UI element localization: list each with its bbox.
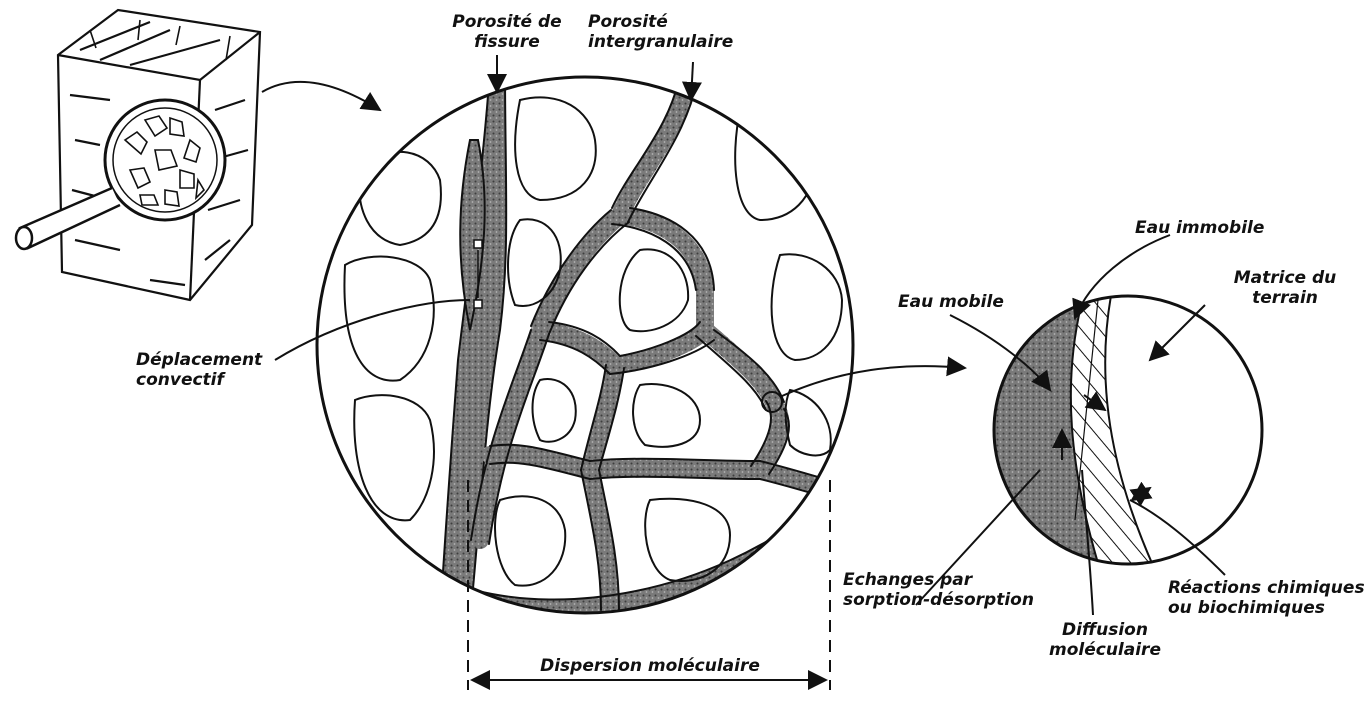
label-porosite-fissure-line1: Porosité de bbox=[452, 12, 562, 32]
label-porosite-intergranulaire: Porosité intergranulaire bbox=[588, 12, 733, 52]
label-echanges-line2: sorption-désorption bbox=[843, 590, 1034, 610]
label-reactions-line2: ou biochimiques bbox=[1168, 598, 1365, 618]
label-porosite-fissure-line2: fissure bbox=[452, 32, 562, 52]
zoom-arrow bbox=[262, 82, 380, 110]
label-matrice-line1: Matrice du bbox=[1230, 268, 1340, 288]
label-reactions-line1: Réactions chimiques bbox=[1168, 578, 1365, 598]
label-matrice-line2: terrain bbox=[1230, 288, 1340, 308]
label-diffusion-moleculaire: Diffusion moléculaire bbox=[1040, 620, 1170, 660]
label-deplacement-convectif: Déplacement convectif bbox=[136, 350, 262, 390]
label-echanges-line1: Echanges par bbox=[843, 570, 1034, 590]
label-deplacement-line2: convectif bbox=[136, 370, 262, 390]
label-porosite-intergranulaire-line2: intergranulaire bbox=[588, 32, 733, 52]
label-diffusion-line2: moléculaire bbox=[1040, 640, 1170, 660]
label-porosite-intergranulaire-line1: Porosité bbox=[588, 12, 733, 32]
rock-sample-illustration bbox=[16, 10, 260, 300]
label-deplacement-line1: Déplacement bbox=[136, 350, 262, 370]
label-reactions: Réactions chimiques ou biochimiques bbox=[1168, 578, 1365, 618]
label-echanges: Echanges par sorption-désorption bbox=[843, 570, 1034, 610]
label-matrice-terrain: Matrice du terrain bbox=[1230, 268, 1340, 308]
pore-detail bbox=[990, 290, 1270, 570]
label-diffusion-line1: Diffusion bbox=[1040, 620, 1170, 640]
pore-network bbox=[300, 60, 880, 630]
label-porosite-fissure: Porosité de fissure bbox=[452, 12, 562, 52]
label-eau-mobile: Eau mobile bbox=[898, 292, 1004, 312]
label-eau-immobile: Eau immobile bbox=[1135, 218, 1264, 238]
label-dispersion-moleculaire: Dispersion moléculaire bbox=[500, 656, 800, 676]
